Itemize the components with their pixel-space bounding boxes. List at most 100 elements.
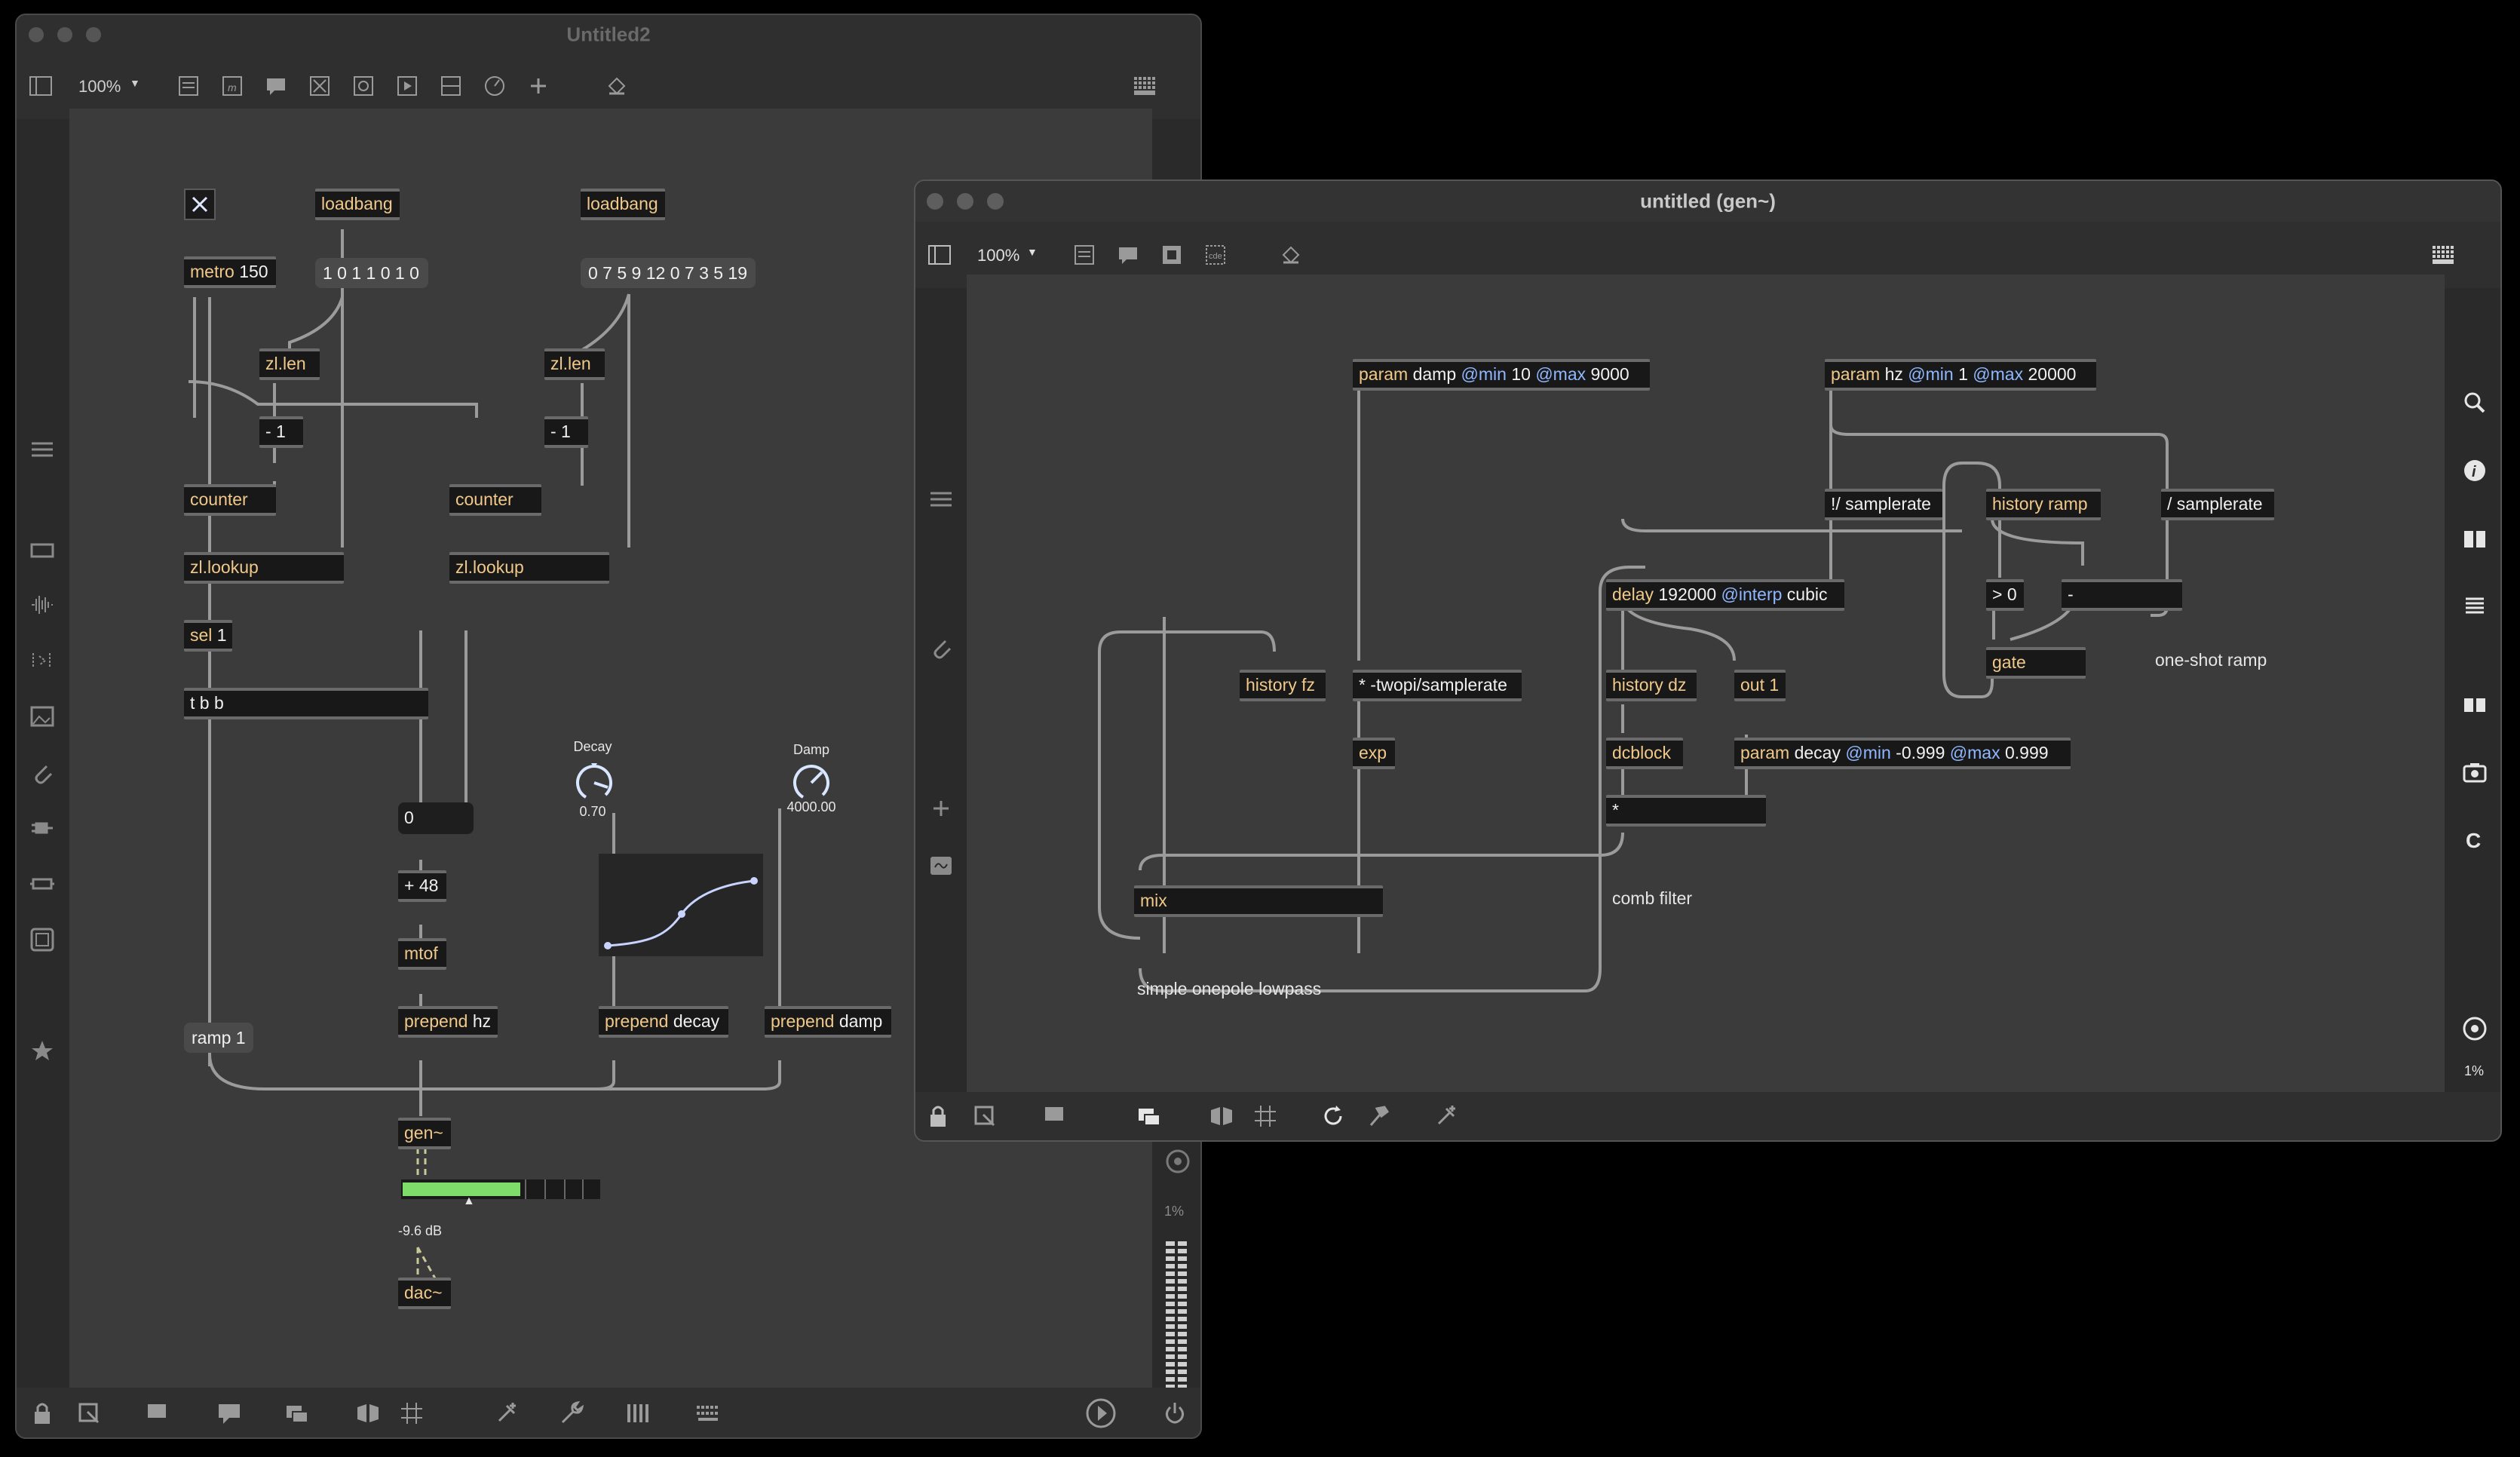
- greater-than-zero-object[interactable]: > 0: [1986, 579, 2024, 611]
- message-notes[interactable]: 0 7 5 9 12 0 7 3 5 19: [581, 258, 756, 288]
- record-icon[interactable]: [2460, 1014, 2490, 1044]
- audio-engine-icon[interactable]: [1083, 1395, 1119, 1431]
- history-ramp-object[interactable]: history ramp: [1986, 489, 2101, 520]
- code-c-icon[interactable]: C: [2460, 825, 2490, 855]
- sidebar-toggle-icon[interactable]: [26, 71, 56, 101]
- codebox-icon[interactable]: cde: [1200, 240, 1231, 270]
- extras-icon[interactable]: [492, 1398, 522, 1428]
- history-fz-object[interactable]: history fz: [1240, 670, 1326, 701]
- gen-canvas[interactable]: param damp @min 10 @max 9000 param hz @m…: [967, 275, 2445, 1094]
- history-dz-object[interactable]: history dz: [1606, 670, 1697, 701]
- toggle[interactable]: [184, 189, 216, 220]
- zl-len-object-2[interactable]: zl.len: [544, 348, 605, 380]
- documentation-icon[interactable]: [2460, 689, 2490, 719]
- star-icon[interactable]: [27, 1036, 57, 1066]
- close-button[interactable]: [29, 27, 44, 42]
- menu-icon[interactable]: [926, 484, 956, 514]
- mtof-object[interactable]: mtof: [398, 938, 446, 970]
- level-meter[interactable]: [401, 1179, 600, 1199]
- hardware-icon[interactable]: [27, 869, 57, 899]
- metro-object[interactable]: metro 150: [184, 256, 276, 288]
- lock-icon[interactable]: [27, 1398, 57, 1428]
- media-object-icon[interactable]: [392, 71, 422, 101]
- layers-icon[interactable]: [1134, 1101, 1164, 1131]
- counter-object-2[interactable]: counter: [449, 484, 541, 516]
- dial-object-icon[interactable]: [480, 71, 510, 101]
- compile-refresh-icon[interactable]: [1318, 1101, 1348, 1131]
- gen-object[interactable]: gen~: [398, 1118, 451, 1149]
- slider-object-icon[interactable]: [436, 71, 466, 101]
- power-icon[interactable]: [1160, 1398, 1190, 1428]
- zoom-select[interactable]: 100%: [977, 246, 1020, 265]
- image-icon[interactable]: [27, 701, 57, 732]
- plug-icon[interactable]: [27, 813, 57, 843]
- rdiv-samplerate-object[interactable]: !/ samplerate: [1825, 489, 1942, 520]
- inspector-icon[interactable]: [1039, 1101, 1069, 1131]
- loadbang-object-1[interactable]: loadbang: [315, 189, 400, 220]
- hammer-icon[interactable]: [1363, 1101, 1393, 1131]
- hint-comment-icon[interactable]: [214, 1398, 244, 1428]
- paint-bucket-icon[interactable]: [602, 71, 632, 101]
- damp-dial[interactable]: [790, 762, 832, 804]
- subpatch-icon[interactable]: [1157, 240, 1187, 270]
- paperclip-icon[interactable]: [926, 632, 956, 662]
- lock-icon[interactable]: [923, 1101, 953, 1131]
- ramp-message[interactable]: ramp 1: [184, 1023, 253, 1053]
- plus-48-object[interactable]: + 48: [398, 870, 446, 902]
- list-icon[interactable]: [2460, 591, 2490, 621]
- prepend-decay-object[interactable]: prepend decay: [599, 1006, 728, 1038]
- button-object-icon[interactable]: [348, 71, 379, 101]
- add-icon[interactable]: [926, 793, 956, 824]
- title-bar[interactable]: untitled (gen~): [915, 181, 2500, 222]
- div-samplerate-object[interactable]: / samplerate: [2161, 489, 2274, 520]
- search-icon[interactable]: [2460, 388, 2490, 418]
- library-icon[interactable]: [623, 1398, 653, 1428]
- snapshot-camera-icon[interactable]: [2460, 757, 2490, 787]
- wrench-icon[interactable]: [556, 1398, 587, 1428]
- prepend-hz-object[interactable]: prepend hz: [398, 1006, 498, 1038]
- comment-icon[interactable]: [261, 71, 291, 101]
- add-icon[interactable]: [523, 71, 553, 101]
- function-curve-editor[interactable]: [599, 854, 763, 956]
- multiply-object[interactable]: *: [1606, 795, 1766, 827]
- audio-icon[interactable]: [27, 590, 57, 620]
- zoom-button[interactable]: [987, 193, 1004, 210]
- dcblock-object[interactable]: dcblock: [1606, 738, 1683, 769]
- zoom-button[interactable]: [86, 27, 101, 42]
- counter-object-1[interactable]: counter: [184, 484, 276, 516]
- delay-object[interactable]: delay 192000 @interp cubic: [1606, 579, 1844, 611]
- minimize-button[interactable]: [957, 193, 973, 210]
- grid-toggle-icon[interactable]: [1250, 1101, 1280, 1131]
- snap-icon[interactable]: [353, 1398, 383, 1428]
- new-object-icon[interactable]: [1069, 240, 1099, 270]
- toggle-object-icon[interactable]: [305, 71, 335, 101]
- minus-one-object-1[interactable]: - 1: [259, 416, 303, 448]
- comment-icon[interactable]: [1113, 240, 1143, 270]
- new-object-icon[interactable]: [173, 71, 204, 101]
- layers-icon[interactable]: [282, 1398, 312, 1428]
- zl-lookup-object-1[interactable]: zl.lookup: [184, 552, 344, 584]
- grid-toggle-icon[interactable]: [397, 1398, 427, 1428]
- record-icon[interactable]: [1163, 1146, 1193, 1176]
- zoom-select[interactable]: 100%: [78, 77, 121, 96]
- message-pattern[interactable]: 1 0 1 1 0 1 0: [315, 258, 428, 288]
- sequence-icon[interactable]: [27, 646, 57, 676]
- gen-operator-icon[interactable]: [926, 851, 956, 881]
- zl-len-object-1[interactable]: zl.len: [259, 348, 320, 380]
- close-button[interactable]: [927, 193, 943, 210]
- zoom-chevron-icon[interactable]: ▼: [1027, 246, 1038, 258]
- snap-icon[interactable]: [1206, 1101, 1237, 1131]
- zoom-chevron-icon[interactable]: ▼: [130, 77, 140, 89]
- mix-object[interactable]: mix: [1134, 885, 1383, 917]
- param-hz-object[interactable]: param hz @min 1 @max 20000: [1825, 359, 2096, 391]
- minimize-button[interactable]: [57, 27, 72, 42]
- paperclip-icon[interactable]: [27, 757, 57, 787]
- meter-slider-triangle-icon[interactable]: ▲: [463, 1195, 475, 1207]
- number-box[interactable]: 0: [398, 802, 474, 834]
- reference-book-icon[interactable]: [2460, 523, 2490, 554]
- grid-icon[interactable]: [1130, 71, 1160, 101]
- zl-lookup-object-2[interactable]: zl.lookup: [449, 552, 609, 584]
- exp-object[interactable]: exp: [1353, 738, 1395, 769]
- sel-object[interactable]: sel 1: [184, 620, 232, 652]
- twopi-object[interactable]: * -twopi/samplerate: [1353, 670, 1522, 701]
